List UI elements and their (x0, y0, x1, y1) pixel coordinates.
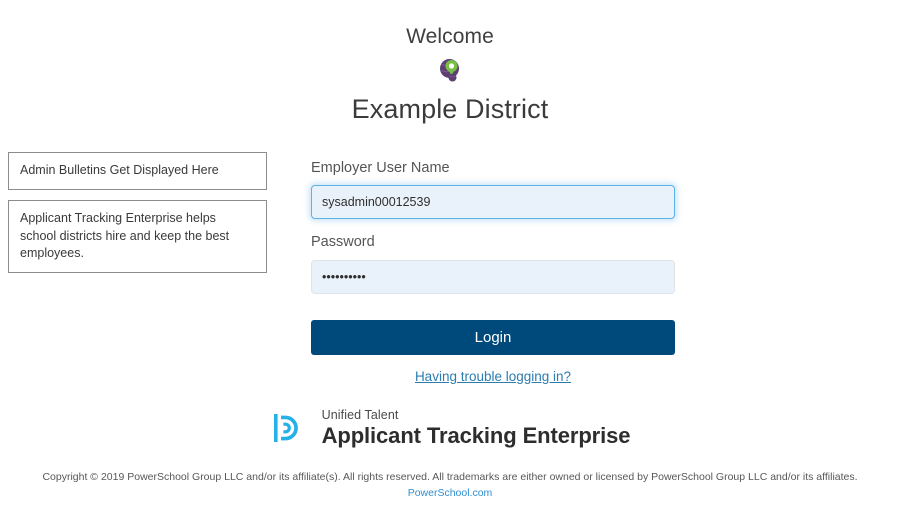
copyright-footer: Copyright © 2019 PowerSchool Group LLC a… (0, 470, 900, 502)
login-form: Employer User Name Password Login Having… (311, 158, 675, 386)
district-name: Example District (351, 94, 549, 125)
product-text: Unified Talent Applicant Tracking Enterp… (322, 409, 631, 447)
password-label: Password (311, 234, 375, 251)
district-globe-pin-icon (435, 55, 465, 85)
welcome-heading: Welcome (406, 25, 494, 48)
username-input[interactable] (311, 185, 675, 220)
admin-bulletins-panel: Admin Bulletins Get Displayed Here Appli… (8, 152, 267, 283)
trouble-link-row: Having trouble logging in? (311, 368, 675, 386)
powerschool-com-link[interactable]: PowerSchool.com (407, 486, 493, 499)
copyright-text: Copyright © 2019 PowerSchool Group LLC a… (42, 471, 858, 483)
username-label: Employer User Name (311, 160, 450, 176)
page-header: Welcome Example District (0, 0, 900, 127)
login-button[interactable]: Login (311, 319, 675, 355)
password-input[interactable] (311, 259, 675, 294)
bulletin-item: Admin Bulletins Get Displayed Here (8, 152, 267, 190)
product-logo: Unified Talent Applicant Tracking Enterp… (0, 408, 900, 448)
powerschool-p-icon (270, 408, 310, 448)
bulletin-item: Applicant Tracking Enterprise helps scho… (8, 199, 267, 273)
product-subtitle: Unified Talent (321, 408, 399, 423)
product-title: Applicant Tracking Enterprise (321, 422, 631, 448)
district-logo-container (0, 55, 900, 89)
having-trouble-logging-in-link[interactable]: Having trouble logging in? (414, 368, 572, 384)
field-spacer (311, 219, 675, 232)
